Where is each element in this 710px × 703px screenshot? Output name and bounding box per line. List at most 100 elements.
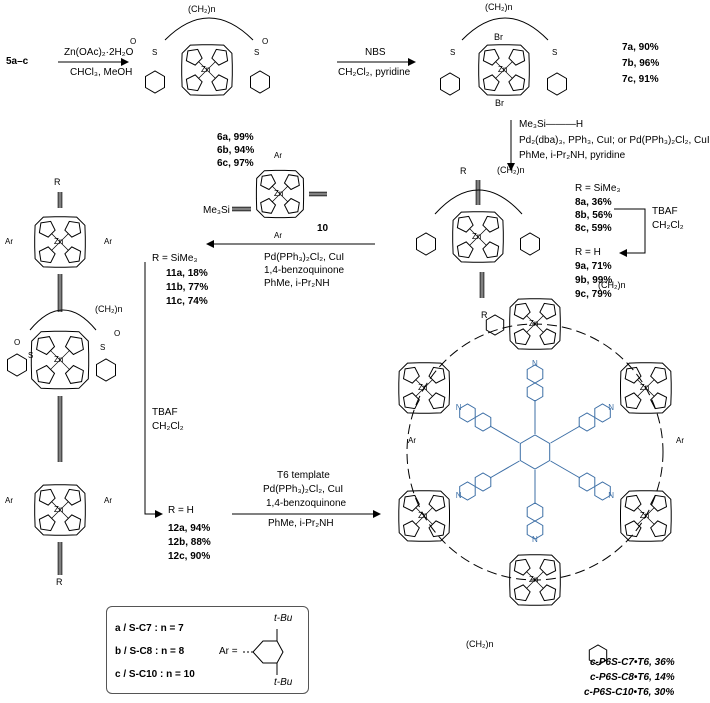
porphyrin-6 [181,44,233,96]
ar-ring-left: Ar [408,436,416,445]
step3-solvent: PhMe, i-Pr₂NH, pyridine [519,150,626,161]
cmp6a-yield: 6a, 99% [217,132,254,143]
step5-solvent: PhMe, i-Pr₂NH [268,518,334,529]
porphyrin-11-top [34,216,86,268]
step2-reagent: NBS [365,47,386,58]
step3-catalysts: Pd₂(dba)₃, PPh₃, CuI; or Pd(PPh₃)₂Cl₂, C… [519,135,710,146]
r-8-top: R [460,166,467,176]
cmp11-r-group: R = SiMe₃ [152,253,198,264]
cmp7b-yield: 7b, 96% [622,58,660,69]
template-pyridyl-6 [459,403,476,423]
porphyrin-ring-2 [620,362,672,414]
step3-alkyne: Me₃Si———H [519,119,584,130]
s-11-right: S [100,343,106,352]
o-11-right: O [114,329,121,338]
porphyrin-11-top-zn: Zn [54,237,64,246]
porphyrin-ring-3-zn: Zn [639,511,650,520]
tbaf2-reagent: TBAF [152,407,178,418]
benzene-11-left [7,353,27,377]
porphyrin-6-zn: Zn [201,65,211,74]
step4-solvent: PhMe, i-Pr₂NH [264,278,330,289]
template-phenyl-2 [578,412,596,432]
cmp8b-yield: 8b, 56% [575,210,613,221]
cmp12a-yield: 12a, 94% [168,523,211,534]
s-7-right: S [552,48,558,57]
legend-b: b / S-C8 : n = 8 [115,646,185,657]
chain-8: (CH₂)n [497,165,525,175]
legend-tbu-top: t-Bu [274,613,293,624]
cmp6b-yield: 6b, 94% [217,145,255,156]
legend-tbu-bottom: t-Bu [274,677,293,688]
step5-catalysts: Pd(PPh₃)₂Cl₂, CuI [263,484,344,495]
cmp8-r-group: R = SiMe₃ [575,183,621,194]
step4-catalysts: Pd(PPh₃)₂Cl₂, CuI [264,252,345,263]
template-pyridyl-3 [594,481,611,501]
porphyrin-10 [255,169,305,219]
porphyrin-ring-6 [398,362,450,414]
arrow-tbaf2 [144,262,163,518]
cmp7a-yield: 7a, 90% [622,42,659,53]
br-7-bottom: Br [495,98,504,108]
benzene-11-right [96,358,116,382]
reaction-scheme [7,17,672,666]
porphyrin-10-zn: Zn [274,189,284,198]
tbaf1-solvent: CH₂Cl₂ [652,220,684,231]
s-7-left: S [450,48,456,57]
template-phenyl-5 [474,472,492,492]
porphyrin-ring-5 [398,490,450,542]
o-6-left: O [130,37,137,46]
template-n-2: N [608,403,614,412]
benzene-7-right [547,72,567,96]
porphyrin-11-mid [30,330,90,390]
o-11-left: O [14,338,21,347]
template-phenyl-4 [526,502,544,522]
template-pyridyl-2 [594,403,611,423]
step4-oxidant: 1,4-benzoquinone [264,265,345,276]
template-phenyl-3 [578,472,596,492]
start-label: 5a–c [6,56,29,67]
br-7-top: Br [494,32,503,42]
s-6-right: S [254,48,260,57]
porphyrin-ring-4-zn: Zn [529,575,539,584]
ar-11-top-right: Ar [104,237,112,246]
s-6-left: S [152,48,158,57]
template-arm-5 [489,460,520,479]
step2-solvent: CH₂Cl₂, pyridine [338,67,411,78]
cmp9-r-group: R = H [575,247,601,258]
ar-10-top: Ar [274,151,282,160]
strap-11 [29,309,97,331]
porphyrin-8-zn: Zn [472,232,482,241]
chain-11: (CH₂)n [95,304,123,314]
porphyrin-7-zn: Zn [498,65,508,74]
legend-a: a / S-C7 : n = 7 [115,623,184,634]
cmp11b-yield: 11b, 77% [166,282,209,293]
aryl-group-icon [243,629,284,675]
cmp12b-yield: 12b, 88% [168,537,211,548]
legend-box: a / S-C7 : n = 7 b / S-C8 : n = 8 c / S-… [106,606,309,694]
porphyrin-8 [452,211,504,263]
chain-ring-top: (CH₂)n [598,280,626,290]
benzene-ring-bottom [588,644,608,666]
ar-11-bottom-left: Ar [5,496,13,505]
ar-11-bottom-right: Ar [104,496,112,505]
template-pyridyl-4 [526,520,544,540]
r-11-top: R [54,177,61,187]
template-phenyl-1 [526,382,544,402]
cmp9c-yield: 9c, 79% [575,289,612,300]
step1-solvent: CHCl₃, MeOH [70,67,133,78]
porphyrin-7 [478,44,530,96]
benzene-6-right [250,70,270,94]
porphyrin-ring-4 [509,554,561,606]
benzene-7-left [440,72,460,96]
cmp9a-yield: 9a, 71% [575,261,612,272]
step5-oxidant: 1,4-benzoquinone [266,498,347,509]
cmp10-label: 10 [317,223,329,234]
cmp6c-yield: 6c, 97% [217,158,254,169]
step1-reagent: Zn(OAc)₂·2H₂O [64,47,134,58]
product-c8: c-P6S-C8•T6, 14% [590,672,675,683]
chain-ring-bottom: (CH₂)n [466,639,494,649]
product-c7: c-P6S-C7•T6, 36% [590,657,675,668]
strap-7 [461,17,549,41]
tbaf1-reagent: TBAF [652,206,678,217]
s-11-left: S [28,351,34,360]
